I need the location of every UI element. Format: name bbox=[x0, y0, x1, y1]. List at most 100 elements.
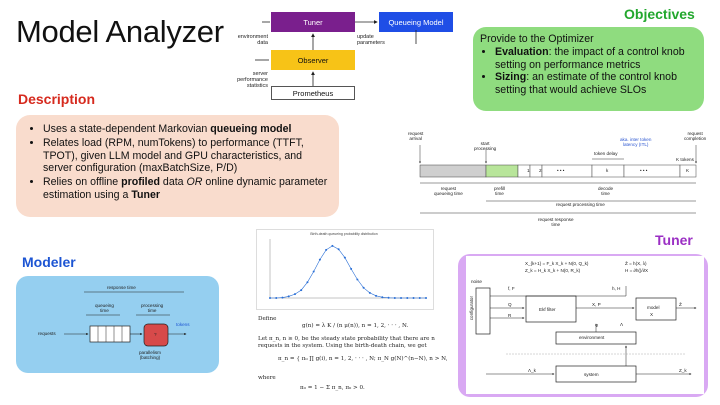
description-bold: queueing model bbox=[210, 123, 292, 135]
chart-point bbox=[287, 295, 290, 298]
timeline-cell: k bbox=[606, 168, 609, 173]
timeline-svg bbox=[419, 145, 697, 214]
queueing-time-label: queueing time bbox=[95, 303, 114, 314]
objective-item: Evaluation: the impact of a control knob… bbox=[495, 46, 700, 72]
timeline-cell: 2 bbox=[539, 168, 542, 173]
request-processing-time-label: request processing time bbox=[556, 202, 605, 207]
objectives-box bbox=[473, 27, 704, 111]
math-where: where bbox=[258, 375, 276, 381]
chart-point bbox=[343, 256, 346, 259]
chart-svg: Birth-death queueing probability distrib… bbox=[269, 232, 427, 299]
k-tokens-label: K tokens bbox=[676, 157, 694, 162]
page-title: Model Analyzer bbox=[16, 14, 224, 49]
description-heading: Description bbox=[18, 91, 96, 107]
model-label: model bbox=[647, 305, 660, 310]
description-bold2: Tuner bbox=[131, 188, 160, 201]
objective-item: Sizing: an estimate of the control knob … bbox=[495, 71, 700, 97]
chart-point bbox=[318, 258, 321, 261]
system-label: system bbox=[584, 372, 599, 377]
tokens-label: tokens bbox=[176, 322, 190, 327]
description-post2: online dynamic parameter estimation usin… bbox=[43, 176, 328, 201]
description-post: data bbox=[159, 176, 187, 189]
chart-point bbox=[350, 267, 353, 270]
chart-frame bbox=[256, 229, 434, 310]
timeline-cell: 1 bbox=[527, 168, 530, 173]
tuner-label-zhat: Ẑ bbox=[679, 302, 682, 307]
ekf-label: Ekf filter bbox=[539, 307, 556, 312]
description-pre: Relates load (RPM, numTokens) to perform… bbox=[43, 136, 304, 175]
math-pi0: π₀ = 1 − Σ π_n, π₀ > 0. bbox=[300, 385, 365, 391]
description-item: Relies on offline profiled data OR onlin… bbox=[43, 176, 330, 202]
request-response-time-label: request response time bbox=[538, 217, 574, 228]
tuner-box: Tuner bbox=[271, 12, 355, 32]
modeler-svg bbox=[64, 291, 187, 347]
itl-label: aka. inter token latency (ITL) bbox=[620, 137, 652, 148]
chart-point bbox=[375, 294, 378, 297]
tuner-label-fF: f, F bbox=[508, 286, 515, 291]
chart-point bbox=[331, 244, 334, 247]
chart-point bbox=[356, 278, 359, 281]
chart-point bbox=[425, 297, 427, 299]
chart-point bbox=[269, 297, 271, 299]
objective-text: : an estimate of the control knob settin… bbox=[495, 71, 677, 97]
objective-bold: Evaluation bbox=[495, 45, 549, 58]
description-pre: Uses a state-dependent Markovian bbox=[43, 123, 211, 135]
environment-label: environment bbox=[579, 335, 605, 340]
tuner-label-noise: noise bbox=[471, 279, 482, 284]
timeline-cell: • • • bbox=[557, 168, 565, 173]
objective-bold: Sizing bbox=[495, 71, 527, 84]
objectives-text: Provide to the Optimizer Evaluation: the… bbox=[480, 33, 700, 97]
queueing-model-box: Queueing Model bbox=[379, 12, 453, 32]
description-item: Uses a state-dependent Markovian queuein… bbox=[43, 123, 330, 136]
request-queueing-time-label: request queueing time bbox=[434, 186, 463, 197]
chart-point bbox=[300, 289, 303, 292]
modeler-heading: Modeler bbox=[22, 254, 76, 270]
description-box bbox=[16, 115, 339, 217]
processing-time-label: processing time bbox=[141, 303, 164, 314]
tuner-eq1: X_{k+1} = F_k X_k + N(0, Q_k) bbox=[525, 261, 589, 266]
objectives-heading: Objectives bbox=[624, 6, 695, 22]
tuner-heading: Tuner bbox=[655, 232, 693, 248]
server-question: ? bbox=[154, 332, 157, 337]
token-delay-label: token delay bbox=[594, 151, 618, 156]
chart-point bbox=[312, 270, 315, 273]
chart-point bbox=[412, 297, 415, 299]
request-completion-label: request completion bbox=[684, 131, 707, 142]
requests-label: requests bbox=[38, 331, 56, 336]
request-arrival-label: request arrival bbox=[408, 131, 424, 142]
prefill-time-label: prefill time bbox=[494, 186, 505, 197]
math-let: Let π_n, n ≥ 0, be the steady state prob… bbox=[258, 336, 435, 349]
prometheus-label: Prometheus bbox=[292, 88, 334, 98]
tuner-label-zk: Z_k bbox=[679, 368, 687, 373]
chart-series-line bbox=[270, 245, 426, 299]
queueing-model-label: Queueing Model bbox=[388, 17, 444, 27]
parallelism-label: parallelism (batching) bbox=[139, 350, 161, 361]
chart-point bbox=[293, 293, 296, 296]
server-stats-label: server performance statistics bbox=[237, 71, 268, 90]
chart-title: Birth-death queueing probability distrib… bbox=[310, 232, 377, 236]
response-time-label: response time bbox=[107, 285, 136, 290]
tuner-eq2: Z_k = H_k X_k + N(0, R_k) bbox=[525, 268, 581, 273]
chart-point bbox=[381, 296, 384, 299]
tuner-eq3: Ẑ = h(X, λ) bbox=[625, 261, 647, 266]
timeline-cell: K bbox=[686, 168, 690, 173]
configurator-label: configurator bbox=[469, 296, 474, 321]
description-ital: OR bbox=[186, 176, 203, 189]
tuner-label-Q: Q bbox=[508, 302, 512, 307]
tuner-label-lambda-k: Λ_k bbox=[528, 368, 536, 373]
description-bold: profiled bbox=[121, 176, 160, 189]
chart-point bbox=[400, 297, 403, 299]
update-params-label: update parameters bbox=[357, 34, 385, 47]
math-define: Define bbox=[258, 316, 277, 322]
model-x-label: X bbox=[650, 312, 654, 317]
observer-label: Observer bbox=[297, 55, 329, 65]
chart-point bbox=[306, 281, 309, 284]
tuner-box-label: Tuner bbox=[303, 17, 323, 27]
tuner-label-hH: h, H bbox=[612, 286, 621, 291]
description-list: Uses a state-dependent Markovian queuein… bbox=[28, 123, 330, 202]
chart-axes bbox=[269, 239, 426, 299]
observer-box: Observer bbox=[271, 50, 355, 70]
description-text: Uses a state-dependent Markovian queuein… bbox=[28, 123, 330, 203]
chart-point bbox=[368, 291, 371, 294]
chart-point bbox=[275, 297, 278, 299]
